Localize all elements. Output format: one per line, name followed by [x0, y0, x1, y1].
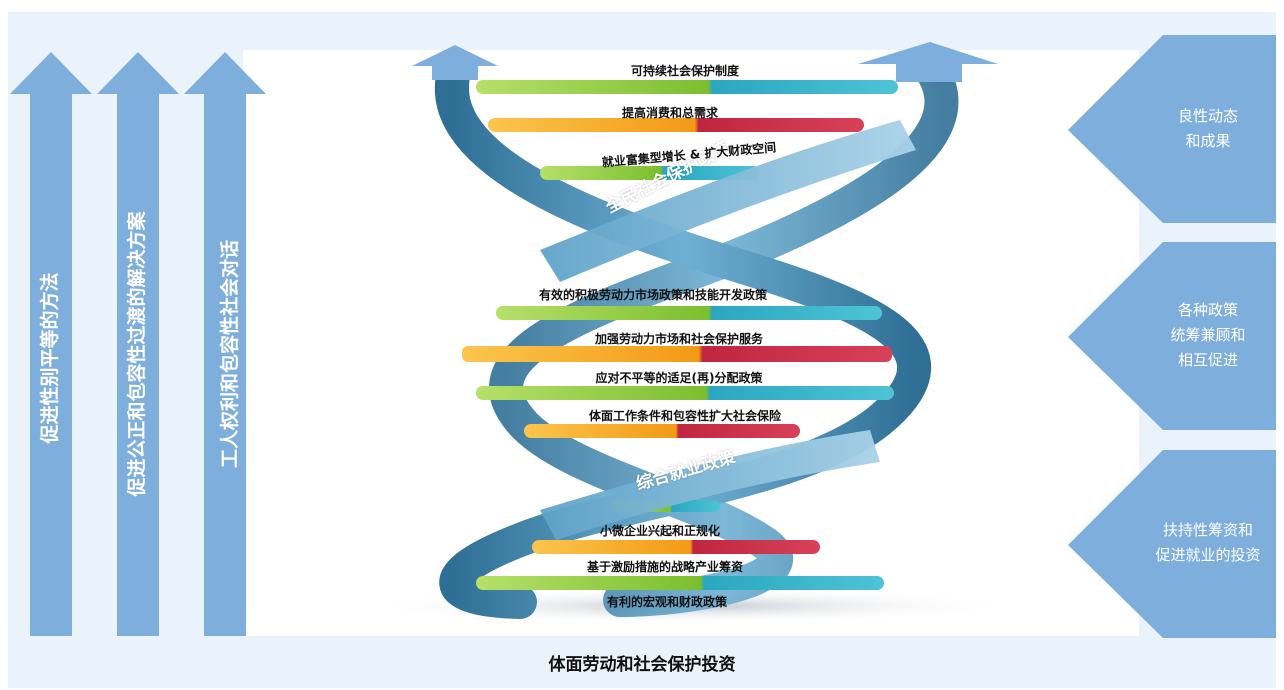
helix-strand-front: [435, 51, 932, 619]
rung-label-1: 可持续社会保护制度: [630, 64, 739, 78]
band-upper-ribbon: [540, 120, 916, 282]
block-label-coherence: 各种政策 统筹兼顾和 相互促进: [1170, 301, 1246, 369]
rung-4-bar: [496, 306, 882, 320]
rung-label-2: 提高消费和总需求: [621, 106, 718, 120]
up-arrow-workers-rights: [184, 52, 266, 636]
band-lower-ribbon: [540, 430, 880, 540]
rung-label-8: 小微企业兴起和正规化: [599, 524, 720, 538]
rung-6-bar: [476, 386, 894, 400]
block-label-financing: 扶持性筹资和 促进就业的投资: [1155, 521, 1261, 564]
rung-1-bar: [476, 80, 898, 94]
rung-label-4: 有效的积极劳动力市场政策和技能开发政策: [538, 288, 767, 302]
helix-arrowhead-left: [412, 45, 498, 80]
up-arrow-gender: [10, 52, 92, 636]
rung-10-bar: [476, 576, 884, 590]
rung-label-6: 应对不平等的适足(再)分配政策: [595, 371, 763, 385]
rung-9-bar: [532, 540, 820, 554]
rung-5-bar: [462, 346, 892, 362]
rung-label-9: 基于激励措施的战略产业筹资: [586, 560, 743, 574]
rung-label-5: 加强劳动力市场和社会保护服务: [594, 332, 763, 346]
rung-3-bar: [540, 166, 760, 180]
block-label-dynamics: 良性动态 和成果: [1177, 107, 1238, 150]
helix-strand-back: [489, 51, 959, 617]
rung-label-10: 有利的宏观和财政政策: [606, 595, 727, 609]
chevron-block-coherence: [1068, 242, 1276, 430]
rung-2-bar: [488, 118, 864, 132]
helix-panel: [243, 50, 1139, 636]
rung-label-7: 体面工作条件和包容性扩大社会保险: [588, 409, 781, 423]
diagram-bottom-label: 体面劳动和社会保护投资: [548, 655, 736, 675]
up-arrow-just-transition: [97, 52, 179, 636]
chevron-block-dynamics: [1068, 35, 1276, 223]
chevron-block-financing: [1068, 450, 1276, 638]
rung-7-bar: [524, 424, 800, 438]
helix-arrowhead-right: [858, 42, 998, 82]
